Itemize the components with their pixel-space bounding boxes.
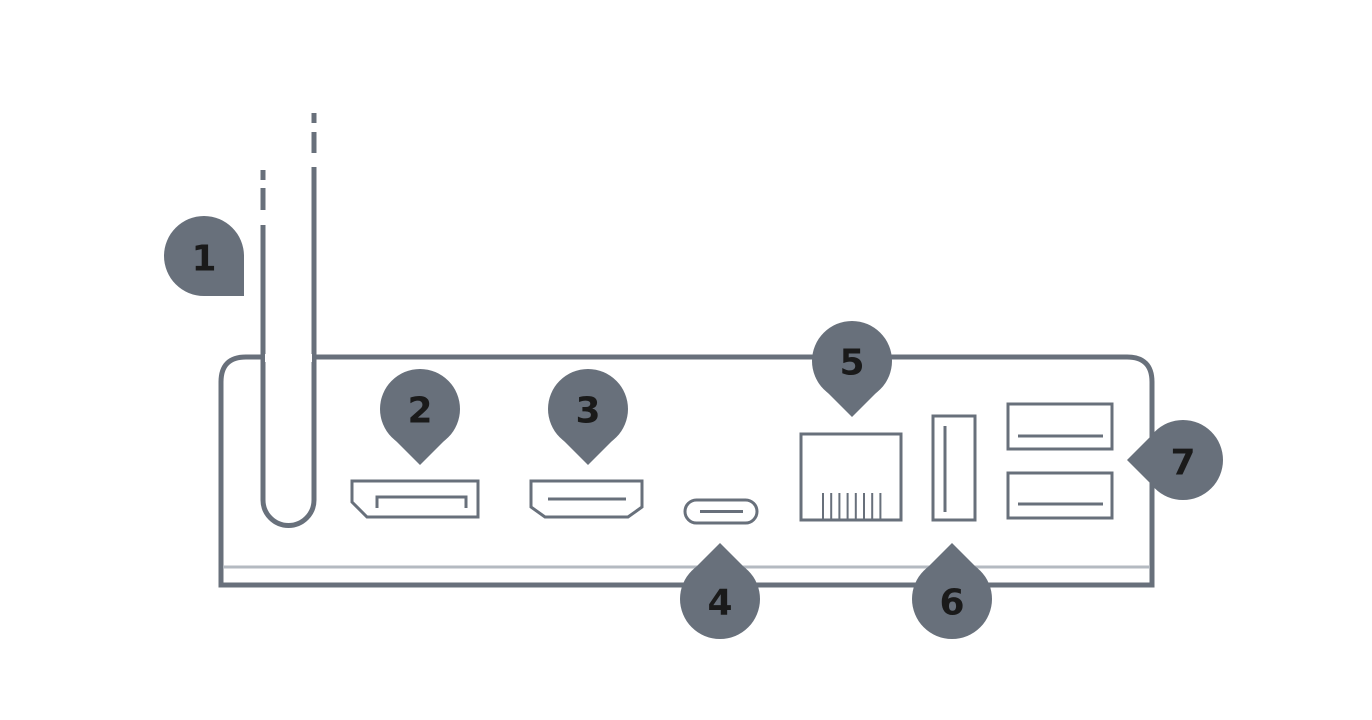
marker-7: 7 — [1127, 420, 1223, 500]
marker-label: 3 — [575, 391, 600, 432]
usb-c-port — [683, 498, 759, 525]
marker-label: 6 — [939, 583, 964, 624]
marker-label: 1 — [191, 239, 216, 280]
marker-3: 3 — [548, 369, 628, 465]
marker-4: 4 — [680, 543, 760, 639]
usb-a-vertical-port — [931, 414, 977, 522]
marker-1: 1 — [164, 216, 244, 296]
displayport-port — [350, 479, 480, 519]
marker-label: 2 — [407, 391, 432, 432]
hdmi-port — [529, 479, 644, 519]
marker-label: 4 — [707, 583, 732, 624]
cable-slot — [260, 113, 317, 528]
device-body — [218, 354, 1155, 588]
marker-5: 5 — [812, 321, 892, 417]
ethernet-port — [799, 432, 903, 522]
usb-a-ports-stack — [1006, 402, 1114, 520]
marker-6: 6 — [912, 543, 992, 639]
marker-2: 2 — [380, 369, 460, 465]
marker-label: 7 — [1170, 443, 1195, 484]
marker-label: 5 — [839, 343, 864, 384]
